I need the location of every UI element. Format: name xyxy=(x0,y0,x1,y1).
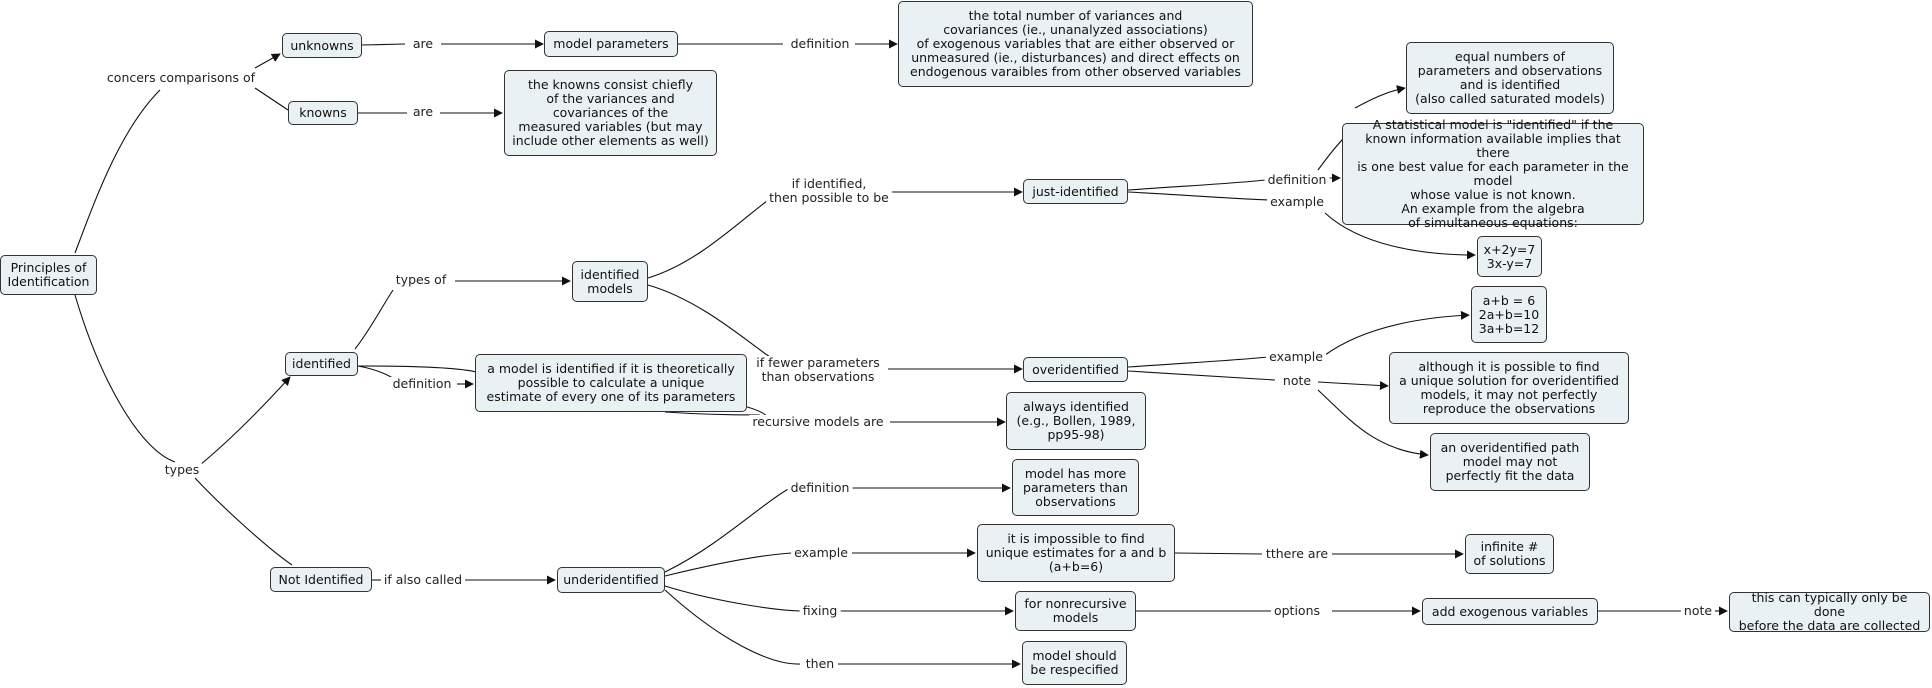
concept-infinite-solutions[interactable]: infinite # of solutions xyxy=(1465,534,1554,574)
link-label-then: then xyxy=(802,657,838,671)
link-label-if-fewer-parameters: if fewer parameters than observations xyxy=(753,356,883,384)
concept-overidentified[interactable]: overidentified xyxy=(1023,357,1128,382)
concept-not-identified[interactable]: Not Identified xyxy=(270,567,372,592)
concept-model-parameters[interactable]: model parameters xyxy=(544,31,678,57)
link-label-options: options xyxy=(1270,604,1324,618)
concept-identified-definition[interactable]: a model is identified if it is theoretic… xyxy=(475,354,747,412)
concept-before-data-collected[interactable]: this can typically only be done before t… xyxy=(1729,591,1930,633)
link-label-example-over: example xyxy=(1266,350,1326,364)
concept-saturated-models[interactable]: equal numbers of parameters and observat… xyxy=(1406,42,1614,114)
concept-more-parameters[interactable]: model has more parameters than observati… xyxy=(1012,459,1139,516)
link-label-note-exogenous: note xyxy=(1680,604,1716,618)
link-label-concers-comparisons: concers comparisons of xyxy=(103,71,259,85)
concept-identified[interactable]: identified xyxy=(285,352,358,376)
link-label-example-under: example xyxy=(791,546,851,560)
link-label-definition-identified: definition xyxy=(389,377,455,391)
link-label-note-over: note xyxy=(1279,374,1315,388)
link-label-if-also-called: if also called xyxy=(380,573,466,587)
concept-statistical-model-definition[interactable]: A statistical model is "identified" if t… xyxy=(1342,118,1644,230)
link-label-example-just: example xyxy=(1267,195,1327,209)
concept-equations-just-identified[interactable]: x+2y=7 3x-y=7 xyxy=(1477,236,1542,277)
concept-principles-of-identification[interactable]: Principles of Identification xyxy=(0,255,97,295)
concept-model-respecified[interactable]: model should be respecified xyxy=(1022,641,1127,685)
concept-impossible-estimates[interactable]: it is impossible to find unique estimate… xyxy=(977,524,1175,582)
concept-underidentified[interactable]: underidentified xyxy=(557,567,665,593)
concept-knowns-detail[interactable]: the knowns consist chiefly of the varian… xyxy=(504,70,717,156)
link-label-definition-under: definition xyxy=(787,481,853,495)
concept-knowns[interactable]: knowns xyxy=(288,101,358,125)
link-label-tthere-are: tthere are xyxy=(1262,547,1332,561)
link-label-definition-unknowns: definition xyxy=(787,37,853,51)
link-label-are-unknowns: are xyxy=(409,37,437,51)
link-label-definition-just: definition xyxy=(1264,173,1330,187)
concept-overidentified-path-model[interactable]: an overidentified path model may not per… xyxy=(1430,433,1590,491)
link-label-are-knowns: are xyxy=(409,105,437,119)
concept-always-identified[interactable]: always identified (e.g., Bollen, 1989, p… xyxy=(1006,392,1146,450)
link-label-fixing: fixing xyxy=(799,604,841,618)
link-label-if-identified: if identified, then possible to be xyxy=(766,177,892,205)
concept-identified-models[interactable]: identified models xyxy=(572,261,648,302)
concept-nonrecursive-models[interactable]: for nonrecursive models xyxy=(1015,591,1136,631)
link-label-recursive-models: recursive models are xyxy=(749,415,887,429)
concept-just-identified[interactable]: just-identified xyxy=(1023,179,1128,204)
concept-add-exogenous-variables[interactable]: add exogenous variables xyxy=(1422,598,1598,625)
link-label-types: types xyxy=(161,463,203,477)
concept-overidentified-note[interactable]: although it is possible to find a unique… xyxy=(1389,352,1629,424)
link-label-types-of: types of xyxy=(392,273,450,287)
concept-equations-overidentified[interactable]: a+b = 6 2a+b=10 3a+b=12 xyxy=(1471,286,1547,343)
concept-unknowns[interactable]: unknowns xyxy=(282,33,362,58)
concept-unknowns-definition[interactable]: the total number of variances and covari… xyxy=(898,1,1253,87)
